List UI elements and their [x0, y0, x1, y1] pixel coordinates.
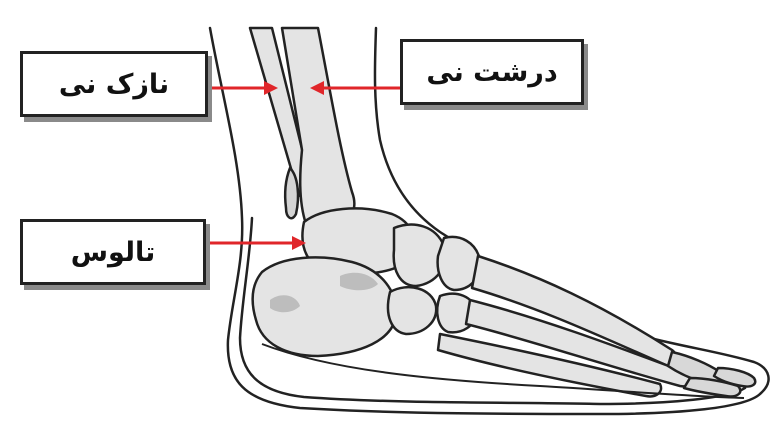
talus-label: تالوس: [71, 237, 156, 268]
fibula-arrow: [208, 81, 278, 95]
leg-bones: [250, 28, 354, 224]
tibia-label: درشت نی: [426, 57, 557, 88]
talus-label-box: تالوس: [20, 219, 206, 285]
foot-bones: [253, 208, 756, 398]
fibula-label-box: نازک نی: [20, 51, 208, 117]
talus-arrow: [206, 236, 306, 250]
tibia-label-box: درشت نی: [400, 39, 584, 105]
tibia-arrow: [310, 81, 400, 95]
fibula-label: نازک نی: [59, 69, 169, 100]
cuboid-bone: [388, 287, 436, 334]
